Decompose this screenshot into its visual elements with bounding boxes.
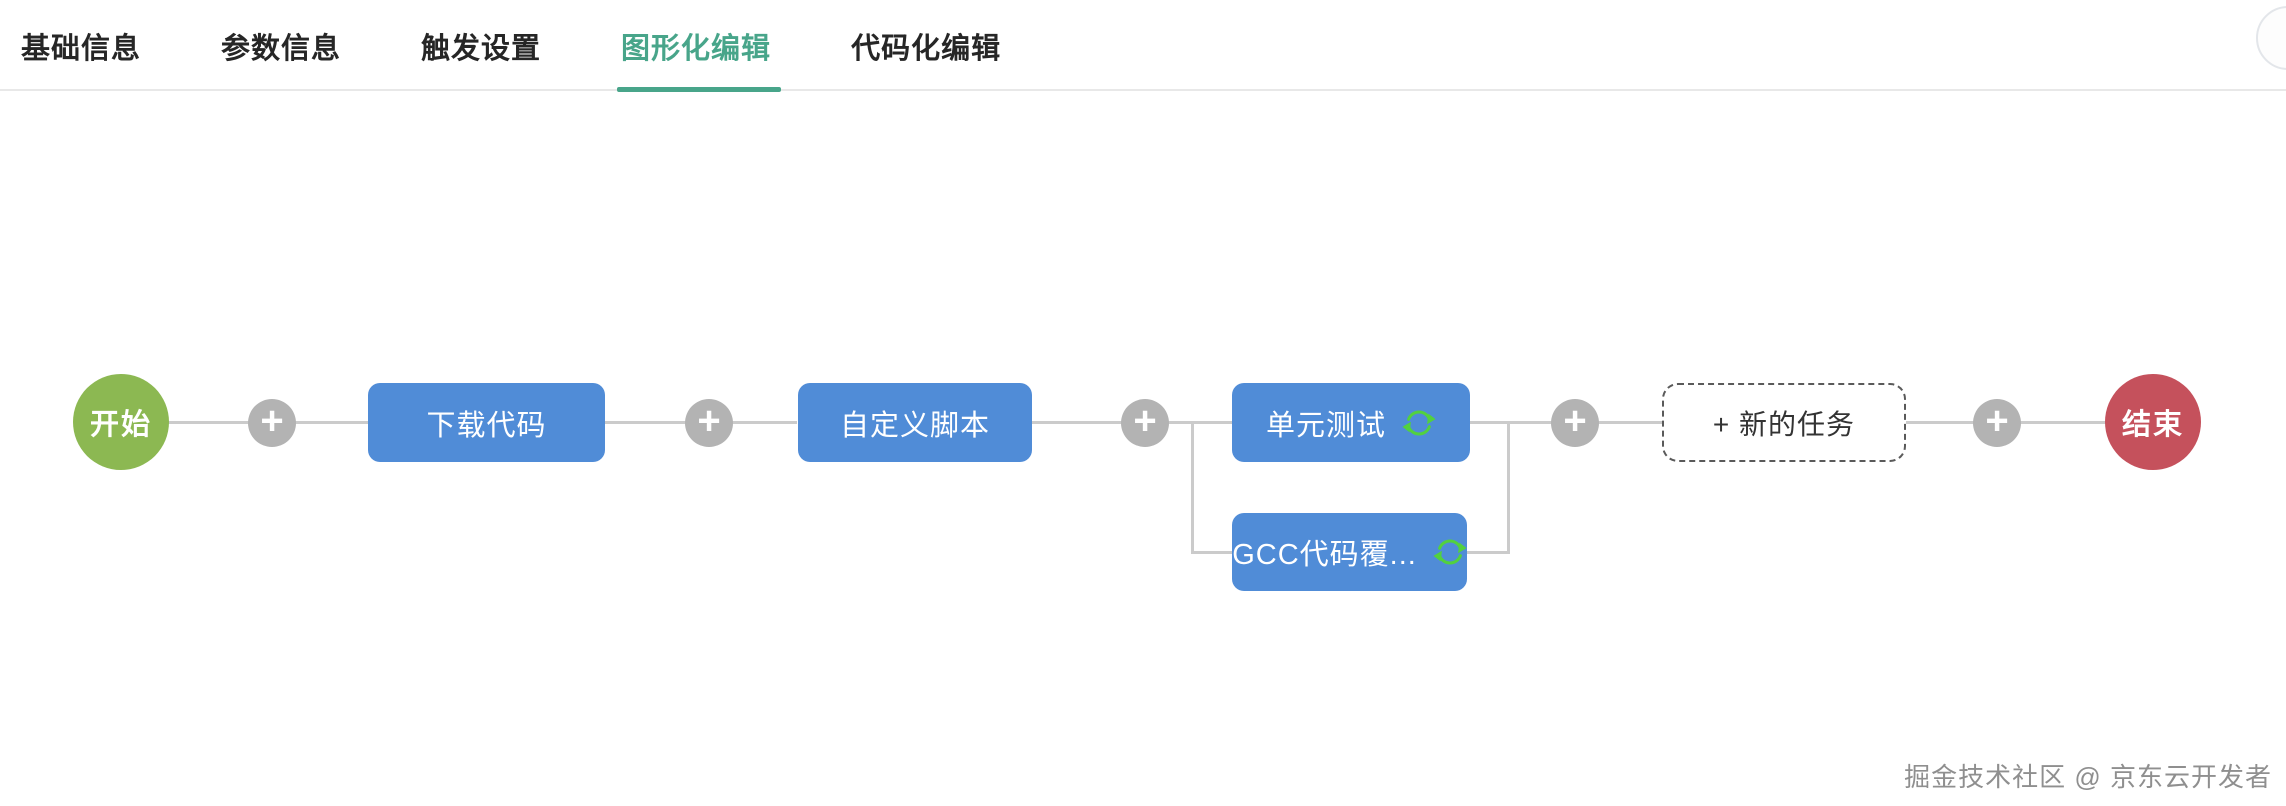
new-task-placeholder[interactable]: + 新的任务 [1662, 383, 1906, 462]
connector-line [1167, 421, 1234, 424]
plus-icon: + [697, 399, 721, 443]
connector-line [1465, 551, 1510, 554]
connector-line [1191, 421, 1194, 554]
connector-line [294, 421, 370, 424]
tab-graphical-edit[interactable]: 图形化编辑 [617, 25, 782, 92]
add-stage-button-5[interactable]: + [1973, 399, 2021, 447]
start-node-label: 开始 [89, 409, 152, 441]
refresh-icon[interactable] [1433, 535, 1467, 569]
watermark: 掘金技术社区 @ 京东云开发者 [1904, 762, 2272, 792]
add-stage-button-2[interactable]: + [685, 399, 733, 447]
tab-code-edit[interactable]: 代码化编辑 [851, 33, 1002, 65]
add-stage-button-4[interactable]: + [1551, 399, 1599, 447]
plus-icon: + [260, 399, 284, 443]
connector-line [731, 421, 797, 424]
connector-line [603, 421, 687, 424]
connector-line [1191, 551, 1234, 554]
new-task-label: + 新的任务 [1712, 408, 1856, 440]
tab-parameter-info[interactable]: 参数信息 [221, 33, 342, 65]
plus-icon: + [1563, 399, 1587, 443]
task-label: 自定义脚本 [839, 409, 990, 442]
refresh-icon[interactable] [1402, 406, 1436, 440]
plus-icon: + [1133, 399, 1157, 443]
add-stage-button-1[interactable]: + [248, 399, 296, 447]
connector-line [2019, 421, 2107, 424]
plus-icon: + [1985, 399, 2009, 443]
task-node-download-code[interactable]: 下载代码 [368, 383, 605, 462]
connector-line [168, 421, 250, 424]
start-node[interactable]: 开始 [73, 374, 169, 470]
connector-line [1468, 421, 1553, 424]
tab-bar: 基础信息 参数信息 触发设置 图形化编辑 代码化编辑 [0, 0, 2286, 92]
end-node[interactable]: 结束 [2105, 374, 2201, 470]
task-label: 单元测试 [1265, 409, 1386, 442]
tab-basic-info[interactable]: 基础信息 [21, 33, 142, 65]
add-stage-button-3[interactable]: + [1121, 399, 1169, 447]
task-node-custom-script[interactable]: 自定义脚本 [798, 383, 1032, 462]
task-label: 下载代码 [426, 409, 547, 442]
end-node-label: 结束 [2121, 409, 2184, 441]
connector-line [1904, 421, 1975, 424]
connector-line [1597, 421, 1664, 424]
task-label: GCC代码覆... [1232, 539, 1417, 571]
task-node-gcc-coverage[interactable]: GCC代码覆... [1232, 513, 1467, 591]
tab-trigger-settings[interactable]: 触发设置 [421, 33, 542, 65]
pipeline-canvas[interactable]: 开始 结束 + + + + + 下载代码 自定义脚本 单元测试 GCC代码覆..… [0, 93, 2286, 806]
task-node-unit-test[interactable]: 单元测试 [1232, 383, 1470, 462]
connector-line [1507, 421, 1510, 554]
connector-line [1027, 421, 1123, 424]
